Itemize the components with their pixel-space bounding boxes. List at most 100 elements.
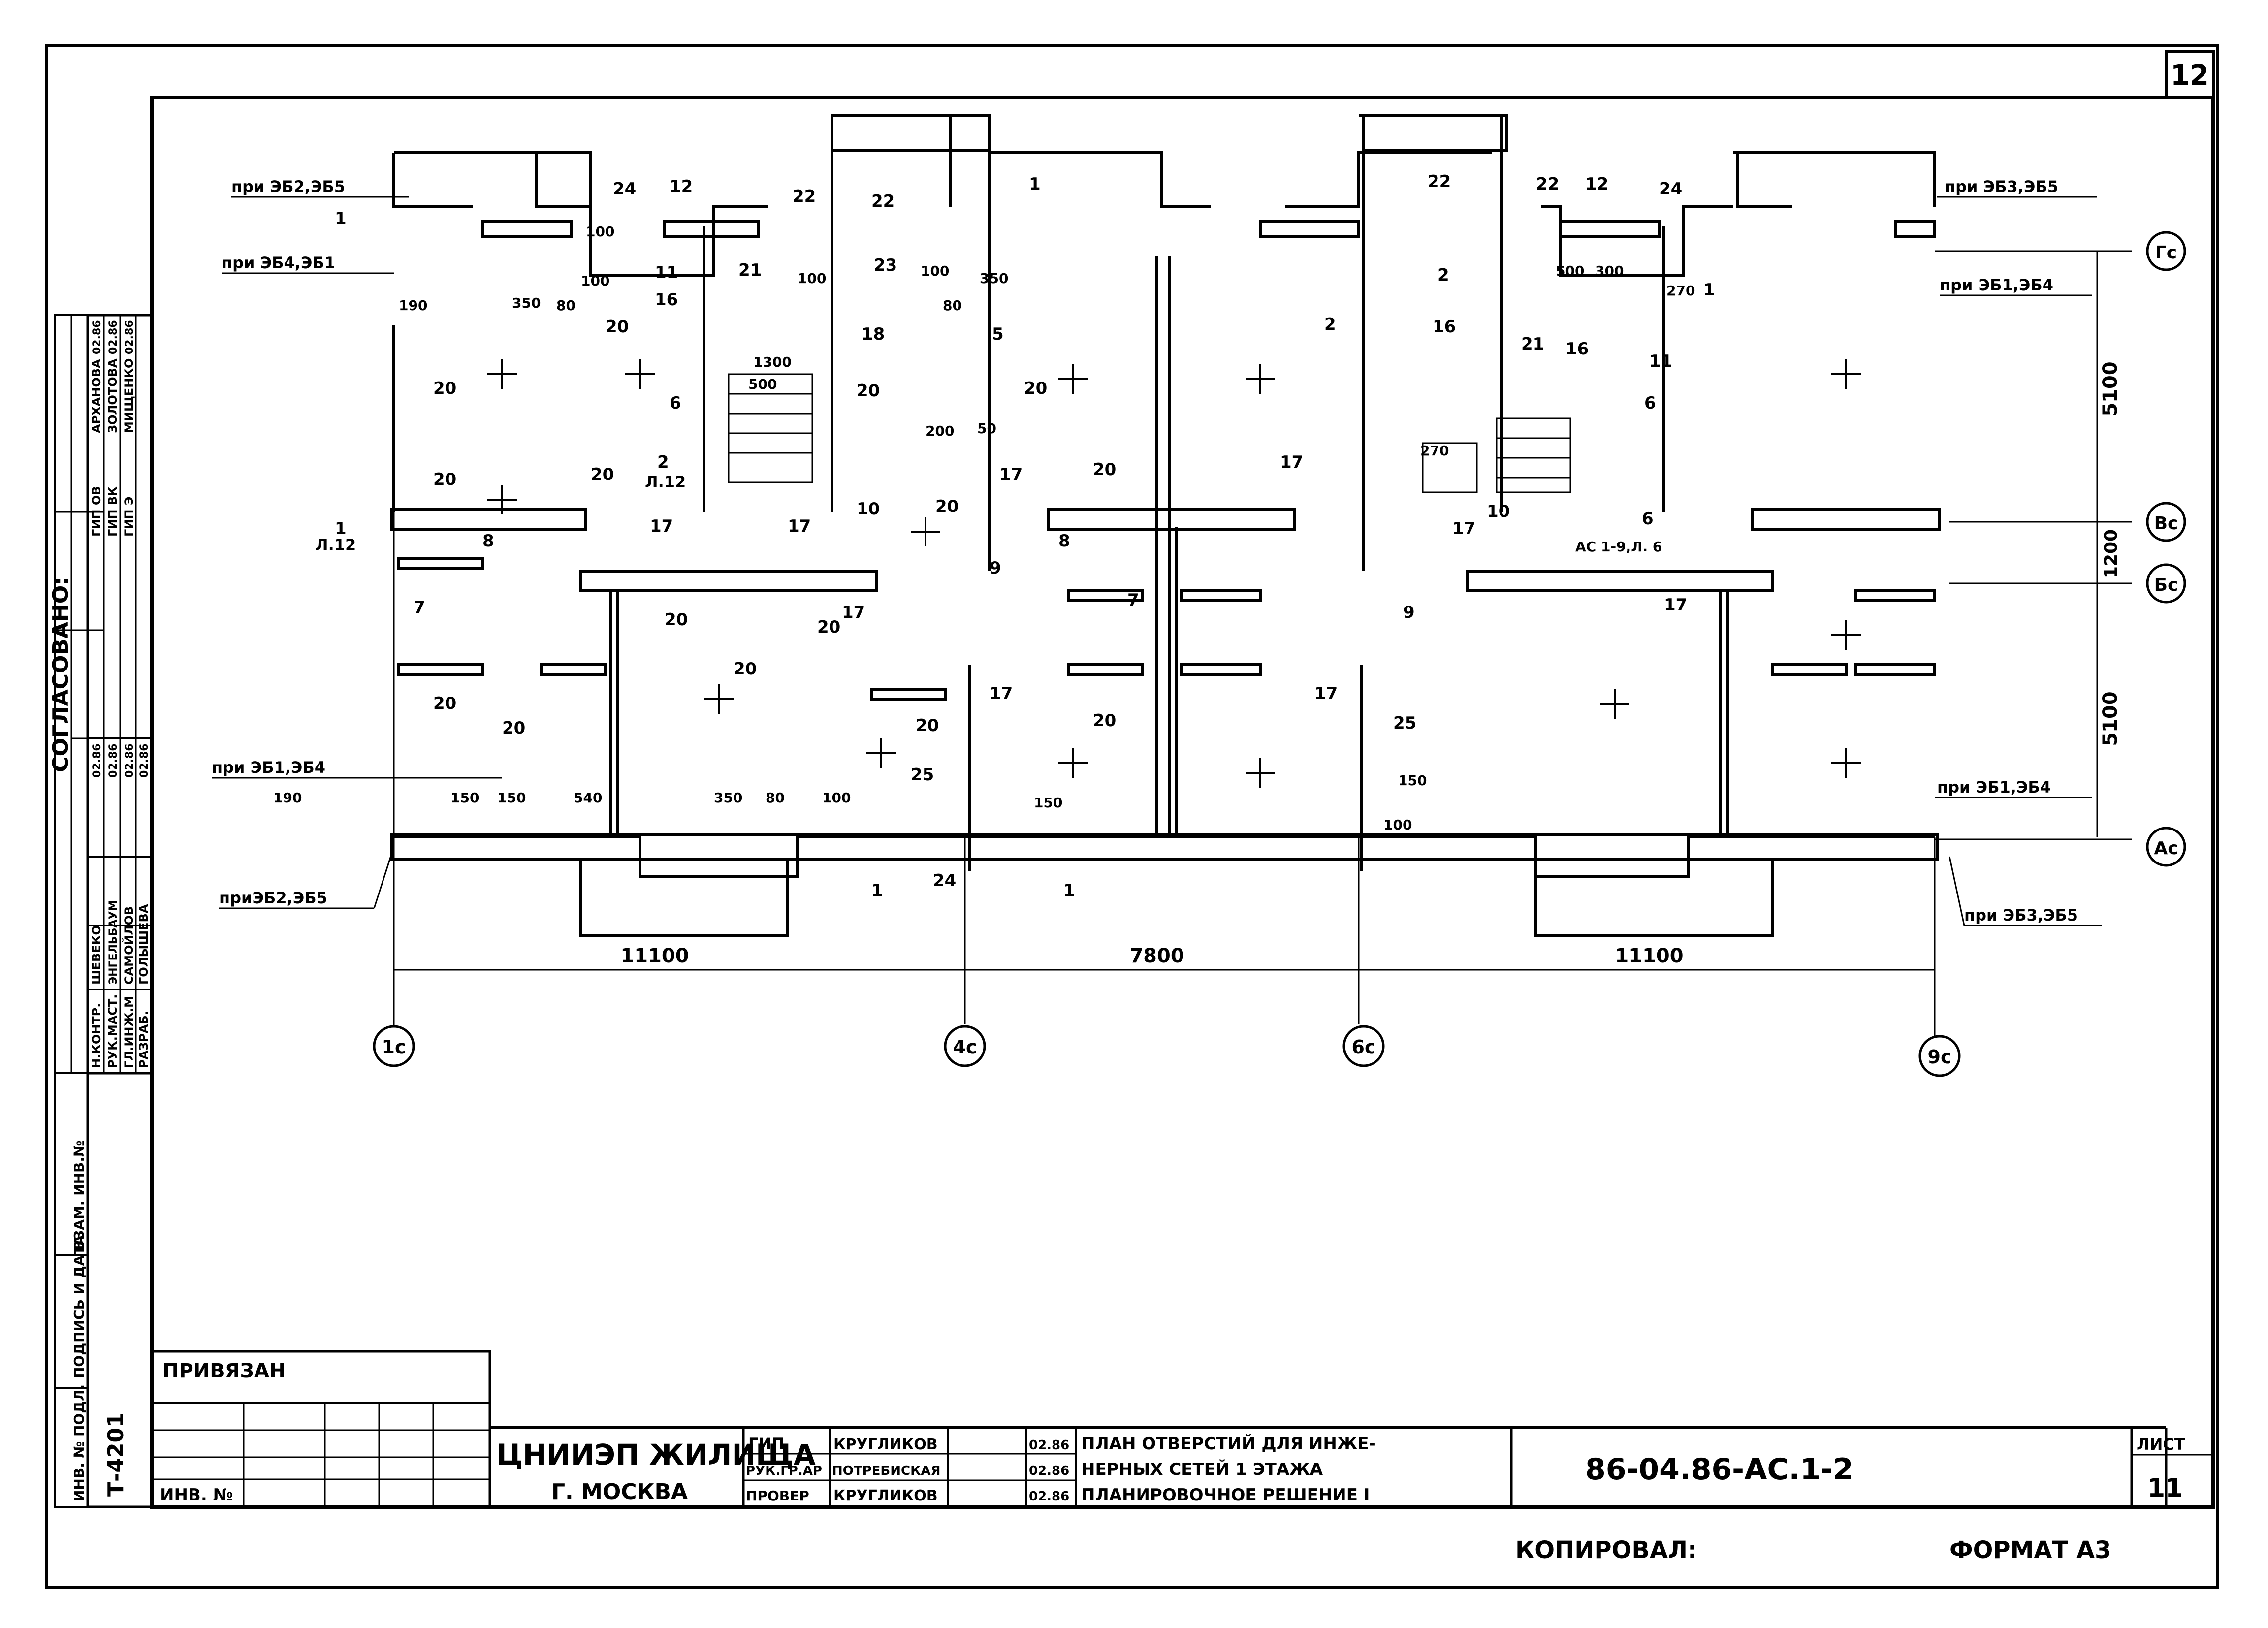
axis-lines (393, 250, 2132, 1068)
sd-150d: 150 (1398, 772, 1427, 789)
sd-150a: 150 (450, 790, 479, 806)
inv-number: Т-4201 (103, 1412, 128, 1497)
sig-date-2: 02.86 (124, 743, 136, 778)
mark-16: 16 (655, 290, 678, 310)
leader-lines (212, 196, 2102, 926)
org-city: Г. МОСКВА (551, 1479, 688, 1504)
org-name: ЦНИИЭП ЖИЛИЩА (496, 1438, 816, 1471)
axis-1c: 1с (382, 1036, 406, 1058)
mark-1f: 1 (1063, 881, 1075, 900)
mark-20n: 20 (1093, 460, 1116, 479)
mark-20c: 20 (433, 694, 456, 713)
agreed-role-0: ГИП ОВ (90, 486, 103, 537)
mark-2b: 2 (1324, 315, 1336, 334)
axis-ac: Ас (2154, 838, 2178, 859)
mark-25b: 25 (1393, 713, 1416, 733)
sheet-label: ЛИСТ (2137, 1435, 2185, 1454)
sheet-number: 11 (2147, 1473, 2183, 1503)
mark-7b: 7 (1127, 590, 1139, 610)
mark-6c: 6 (1642, 509, 1654, 529)
mark-6: 6 (670, 393, 681, 413)
sig-name-1: ЭНГЕЛЬБАУМ (107, 900, 120, 985)
sd-80b: 80 (943, 297, 962, 314)
sd-100e: 100 (822, 790, 851, 806)
sd-150c: 150 (1034, 795, 1062, 811)
note-5: при ЭБ3,ЭБ5 (1945, 177, 2058, 196)
sig-date-1: 02.86 (107, 743, 120, 778)
sd-540: 540 (574, 790, 602, 806)
note-7: при ЭБ1,ЭБ4 (1937, 778, 2051, 797)
title-role-1: РУК.ГР.АР (746, 1464, 822, 1478)
dim-bottom-0: 11100 (620, 945, 689, 967)
agreed-date-2: 02.86 (124, 320, 136, 354)
agreed-name-0: АРХАНОВА (90, 359, 103, 433)
drawing-title-0: ПЛАН ОТВЕРСТИЙ ДЛЯ ИНЖЕ- (1081, 1434, 1376, 1454)
mark-17b: 17 (650, 516, 673, 536)
bound-label: ПРИВЯЗАН (162, 1360, 286, 1382)
mark-8b: 8 (1058, 531, 1070, 551)
mark-17d: 17 (1280, 452, 1303, 472)
dim-right-2: 5100 (2099, 691, 2122, 746)
mark-10b: 10 (1487, 502, 1510, 521)
axis-gc: Гс (2155, 243, 2177, 263)
mark-10: 10 (857, 499, 880, 519)
sig-role-1: РУК.МАСТ. (106, 994, 120, 1068)
mark-25: 25 (911, 765, 934, 785)
corner-box (2165, 50, 2215, 99)
sd-100a: 100 (586, 223, 614, 240)
outer-border (45, 44, 2219, 1589)
sig-date-0: 02.86 (91, 743, 103, 778)
agreed-label: СОГЛАСОВАНО: (48, 576, 73, 772)
agreed-role-1: ГИП ВК (106, 486, 120, 537)
mark-16c: 16 (1565, 339, 1589, 359)
dim-bottom-2: 11100 (1615, 945, 1683, 967)
title-date-2: 02.86 (1029, 1489, 1069, 1504)
mark-20i: 20 (817, 617, 840, 637)
mark-1d: 1 (335, 519, 347, 539)
mark-17g: 17 (990, 684, 1013, 703)
mark-1b: 1 (1029, 174, 1041, 194)
copied-label: КОПИРОВАЛ: (1515, 1536, 1697, 1564)
mark-20h: 20 (734, 659, 757, 679)
note-l12a: Л.12 (315, 536, 356, 554)
note-3: при ЭБ1,ЭБ4 (212, 758, 325, 777)
dim-bottom-1: 7800 (1129, 945, 1184, 967)
side-col-0: ИНВ. № ПОДЛ. (71, 1384, 87, 1501)
agreed-role-2: ГИП Э (122, 497, 136, 537)
axis-bubbles: 1с 4с 6с 9с Гс Вс Бс Ас (373, 231, 2186, 1077)
dim-right-0: 5100 (2099, 361, 2122, 416)
mark-20d: 20 (502, 718, 525, 738)
floor-plan (390, 114, 1941, 937)
agreed-date-0: 02.86 (91, 320, 103, 354)
mark-20b: 20 (433, 470, 456, 489)
sd-100b: 100 (581, 273, 609, 289)
title-date-1: 02.86 (1029, 1464, 1069, 1478)
dim-right-1: 1200 (2101, 529, 2121, 578)
mark-7: 7 (414, 598, 425, 617)
mark-17: 17 (999, 465, 1022, 484)
mark-23: 23 (874, 255, 897, 275)
mark-2c: 2 (1437, 265, 1449, 285)
mark-20g: 20 (665, 610, 688, 630)
sd-270b: 270 (1420, 443, 1449, 459)
mark-20o: 20 (1093, 711, 1116, 731)
note-4: приЭБ2,ЭБ5 (219, 889, 327, 907)
opening-markers (487, 359, 1861, 788)
sd-100f: 100 (1383, 817, 1412, 833)
mark-9b: 9 (1403, 603, 1415, 622)
mark-16b: 16 (1433, 317, 1456, 337)
note-1: при ЭБ2,ЭБ5 (231, 177, 345, 196)
sig-name-2: САМОЙЛОВ (122, 906, 136, 985)
note-l12b: Л.12 (645, 473, 686, 491)
mark-11b: 11 (1649, 351, 1672, 371)
agreed-name-2: МИЩЕНКО (122, 358, 136, 433)
axis-9c: 9с (1928, 1046, 1952, 1068)
mark-20m: 20 (1024, 379, 1047, 398)
inv-label: ИНВ. № (160, 1485, 233, 1505)
mark-2: 2 (657, 452, 669, 472)
mark-6b: 6 (1644, 393, 1656, 413)
mark-17i: 17 (842, 603, 865, 622)
mark-22b: 22 (871, 192, 894, 211)
sig-role-0: Н.КОНТР. (90, 1003, 103, 1068)
